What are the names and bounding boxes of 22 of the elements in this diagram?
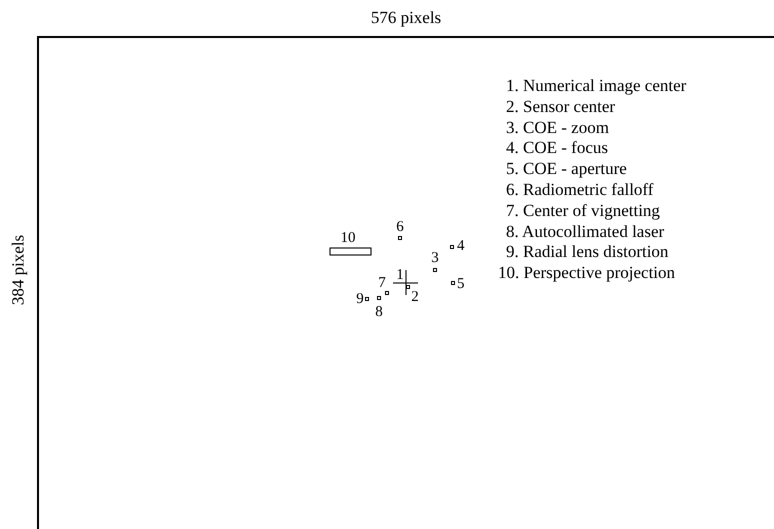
legend-item: 6. Radiometric falloff: [506, 181, 654, 198]
dimension-label: 384 pixels: [10, 234, 26, 306]
callout-number: 8: [375, 305, 383, 320]
legend-item: 2. Sensor center: [506, 98, 616, 115]
callout-number: 10: [340, 231, 356, 246]
legend-item: 5. COE - aperture: [506, 160, 627, 178]
legend-item: 10. Perspective projection: [498, 264, 676, 282]
dimension-label: 576 pixels: [370, 9, 442, 26]
callout-number: 9: [356, 292, 364, 307]
callout-number: 4: [457, 239, 464, 254]
legend-item: 3. COE - zoom: [506, 118, 609, 136]
legend-item: 7. Center of vignetting: [506, 202, 660, 219]
callout-number: 2: [411, 290, 419, 305]
legend-item: 4. COE - focus: [506, 139, 608, 156]
callout-number: 6: [396, 220, 404, 235]
callout-number: 5: [457, 277, 464, 292]
legend-item: 1. Numerical image center: [506, 77, 686, 94]
callout-number: 1: [396, 268, 404, 283]
callout-number: 3: [431, 251, 439, 266]
legend-item: 8. Autocollimated laser: [506, 222, 664, 240]
legend-item: 9. Radial lens distortion: [506, 243, 668, 260]
callout-number: 7: [378, 276, 386, 291]
